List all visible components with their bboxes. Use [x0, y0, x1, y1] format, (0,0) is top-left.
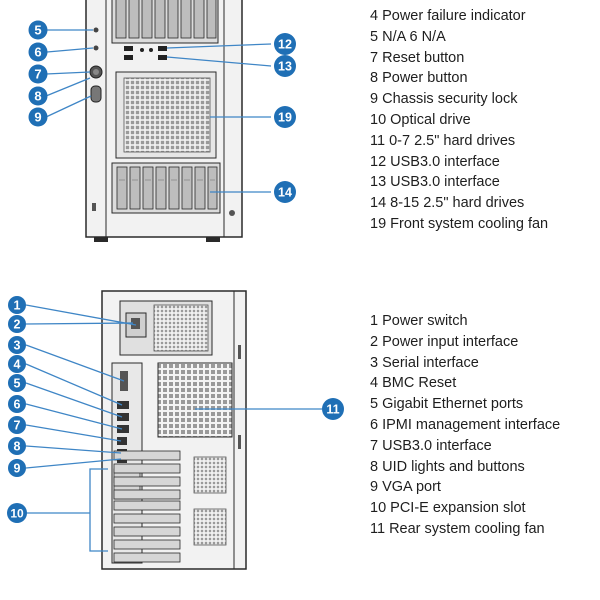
- front-callout-8: 8: [28, 86, 48, 106]
- rear-callout-11: 11: [322, 398, 344, 420]
- rear-legend-item: 6 IPMI management interface: [370, 416, 561, 433]
- rear-legend: 1 Power switch 2 Power input interface 3…: [370, 311, 560, 540]
- front-panel-illustration: 5 6 7 8 9 12 13 19: [0, 0, 360, 250]
- svg-text:9: 9: [34, 110, 41, 125]
- front-callout-14: 14: [274, 181, 296, 203]
- front-legend-item: 4 Power failure indicator: [370, 8, 526, 24]
- front-legend-item: 5 N/A 6 N/A: [370, 28, 446, 45]
- front-legend-item: 10 Optical drive: [370, 111, 471, 128]
- front-callout-13: 13: [274, 55, 296, 77]
- svg-text:3: 3: [14, 339, 21, 353]
- svg-text:9: 9: [14, 462, 21, 476]
- rear-callout-1: 1: [8, 296, 26, 314]
- svg-text:6: 6: [14, 398, 21, 412]
- svg-text:13: 13: [278, 60, 292, 74]
- rear-callout-3: 3: [8, 336, 26, 354]
- rear-chassis-drawing: 1 2 3 4 5 6 7 8: [7, 290, 344, 570]
- svg-text:19: 19: [278, 111, 292, 125]
- rear-panel-illustration: 1 2 3 4 5 6 7 8: [0, 285, 360, 585]
- svg-text:6: 6: [34, 45, 41, 60]
- front-usb-ports: [124, 46, 167, 60]
- front-callout-12: 12: [274, 33, 296, 55]
- svg-text:8: 8: [34, 89, 41, 104]
- svg-text:5: 5: [34, 23, 41, 38]
- svg-text:10: 10: [10, 507, 24, 521]
- rear-legend-item: 4 BMC Reset: [370, 375, 457, 392]
- rear-callout-5: 5: [8, 374, 26, 392]
- front-legend-item: 9 Chassis security lock: [370, 91, 518, 108]
- front-legend-item: 8 Power button: [370, 70, 468, 87]
- front-callout-6: 6: [28, 42, 48, 62]
- front-control-buttons: [89, 27, 103, 103]
- rear-legend-item: 3 Serial interface: [370, 354, 479, 371]
- rear-callout-10: 10: [7, 503, 27, 523]
- rear-legend-item: 1 Power switch: [370, 313, 468, 329]
- svg-text:5: 5: [14, 377, 21, 391]
- front-callout-7: 7: [28, 64, 48, 84]
- rear-callout-6: 6: [8, 395, 26, 413]
- front-legend-item: 12 USB3.0 interface: [370, 153, 500, 170]
- rear-legend-item: 8 UID lights and buttons: [370, 458, 525, 475]
- rear-legend-item: 5 Gigabit Ethernet ports: [370, 396, 524, 413]
- front-legend: 4 Power failure indicator 5 N/A 6 N/A 7 …: [370, 6, 548, 235]
- rear-legend-item: 2 Power input interface: [370, 333, 519, 350]
- rear-cooling-fan: [157, 362, 233, 438]
- rear-callout-2: 2: [8, 315, 26, 333]
- pcie-expansion-slots: [113, 500, 181, 563]
- front-legend-item: 13 USB3.0 interface: [370, 174, 500, 191]
- rear-leader-lines: [25, 304, 322, 514]
- front-callout-9: 9: [28, 107, 48, 127]
- front-callout-19: 19: [274, 106, 296, 128]
- front-legend-item: 19 Front system cooling fan: [370, 215, 549, 232]
- rear-callout-9: 9: [8, 459, 26, 477]
- svg-text:14: 14: [278, 186, 292, 200]
- svg-text:12: 12: [278, 38, 292, 52]
- rear-callout-7: 7: [8, 416, 26, 434]
- svg-text:7: 7: [34, 67, 41, 82]
- svg-text:4: 4: [14, 358, 21, 372]
- rear-legend-item: 7 USB3.0 interface: [370, 437, 492, 454]
- svg-text:2: 2: [14, 318, 21, 332]
- front-legend-item: 14 8-15 2.5" hard drives: [370, 195, 525, 212]
- front-legend-item: 7 Reset button: [370, 49, 465, 66]
- front-callout-5: 5: [28, 20, 48, 40]
- svg-text:7: 7: [14, 419, 21, 433]
- svg-text:11: 11: [326, 403, 339, 417]
- svg-text:1: 1: [14, 299, 21, 313]
- rear-legend-item: 10 PCI-E expansion slot: [370, 500, 526, 517]
- rear-callout-8: 8: [8, 437, 26, 455]
- svg-text:8: 8: [14, 440, 21, 454]
- front-cooling-fan: [123, 77, 211, 153]
- front-legend-item: 11 0-7 2.5" hard drives: [370, 132, 516, 149]
- front-leader-lines: [45, 29, 272, 193]
- rear-callout-4: 4: [8, 355, 26, 373]
- front-chassis-drawing: 5 6 7 8 9 12 13 19: [28, 0, 296, 242]
- rear-legend-item: 11 Rear system cooling fan: [370, 520, 545, 537]
- rear-legend-item: 9 VGA port: [370, 479, 441, 496]
